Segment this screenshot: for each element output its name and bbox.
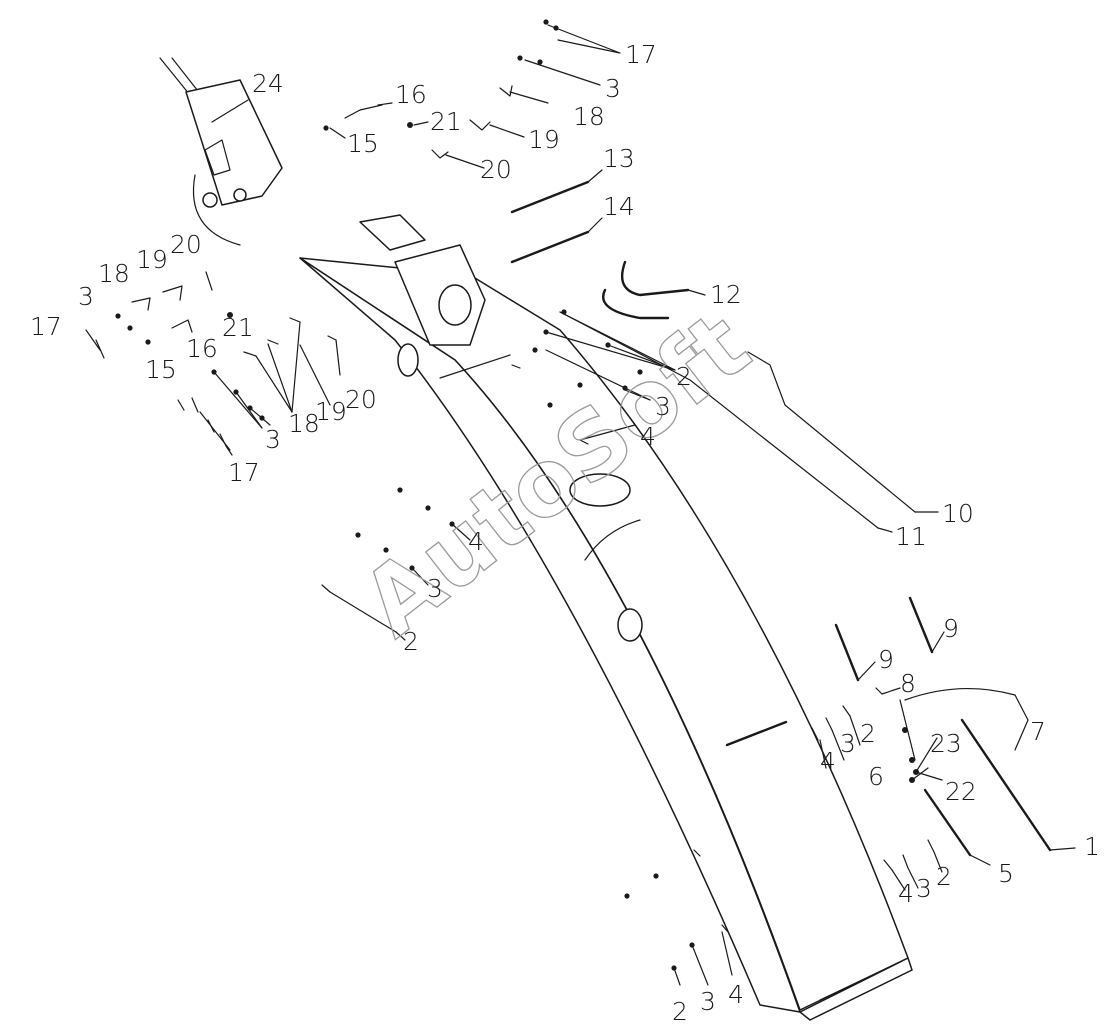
- callout-13: 13: [603, 144, 635, 173]
- callout-19: 19: [136, 245, 168, 274]
- callout-5: 5: [998, 859, 1014, 888]
- callout-10: 10: [942, 499, 974, 528]
- callout-24: 24: [252, 69, 284, 98]
- callout-2: 2: [936, 862, 952, 891]
- callout-2: 2: [860, 719, 876, 748]
- callout-2: 2: [676, 362, 692, 391]
- callout-3: 3: [916, 874, 932, 903]
- callout-21: 21: [222, 313, 254, 342]
- callout-4: 4: [468, 527, 484, 556]
- callout-3: 3: [700, 987, 716, 1016]
- callout-4: 4: [898, 879, 914, 908]
- callout-11: 11: [895, 522, 927, 551]
- callout-3: 3: [427, 574, 443, 603]
- callout-7: 7: [1030, 717, 1046, 746]
- callout-3: 3: [840, 729, 856, 758]
- boom-assembly: [299, 214, 913, 1021]
- callout-18: 18: [573, 102, 605, 131]
- pipes: [510, 180, 1052, 857]
- callout-2: 2: [672, 997, 688, 1026]
- callout-16: 16: [186, 334, 218, 363]
- callout-4: 4: [820, 747, 836, 776]
- callout-20: 20: [170, 230, 202, 259]
- callout-3: 3: [78, 282, 94, 311]
- callout-3: 3: [655, 392, 671, 421]
- callout-18: 18: [288, 409, 320, 438]
- leader-lines: [199, 24, 1076, 986]
- callout-3: 3: [265, 425, 281, 454]
- callout-19: 19: [528, 125, 560, 154]
- callout-2: 2: [403, 627, 419, 656]
- callout-1: 1: [1084, 832, 1100, 861]
- callout-17: 17: [625, 40, 657, 69]
- callout-12: 12: [710, 280, 742, 309]
- callout-6: 6: [868, 762, 884, 791]
- callout-15: 15: [145, 355, 177, 384]
- callout-22: 22: [945, 777, 977, 806]
- callout-21: 21: [430, 107, 462, 136]
- callout-20: 20: [480, 155, 512, 184]
- callout-20: 20: [345, 385, 377, 414]
- callout-15: 15: [347, 129, 379, 158]
- callout-9: 9: [878, 645, 894, 674]
- callout-16: 16: [395, 80, 427, 109]
- callout-19: 19: [315, 397, 347, 426]
- callout-4: 4: [728, 980, 744, 1009]
- callout-9: 9: [943, 614, 959, 643]
- hydraulic-breaker: [159, 57, 283, 246]
- callout-17: 17: [30, 312, 62, 341]
- callout-14: 14: [603, 192, 635, 221]
- callout-17: 17: [228, 458, 260, 487]
- callout-18: 18: [98, 259, 130, 288]
- callout-23: 23: [930, 729, 962, 758]
- callout-labels: 24 16 15 21 20 19 18 3 17 13 14 12 20 19…: [30, 40, 1100, 1026]
- callout-3: 3: [605, 74, 621, 103]
- callout-4: 4: [640, 422, 656, 451]
- callout-8: 8: [900, 669, 916, 698]
